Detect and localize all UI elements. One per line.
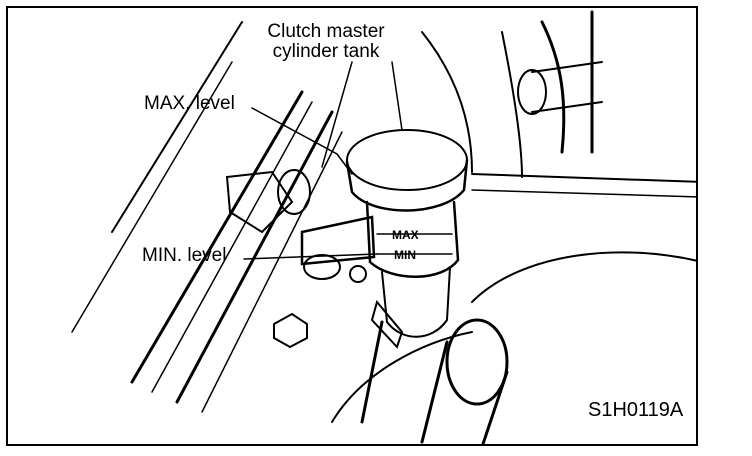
hose-line-1 bbox=[111, 21, 243, 233]
tank-lower bbox=[381, 266, 451, 338]
tank-label: Clutch master cylinder tank bbox=[256, 22, 396, 62]
tank-cap-side bbox=[345, 158, 469, 212]
bracket-line bbox=[471, 173, 696, 183]
line-drawing bbox=[71, 10, 696, 444]
min-level-label: MIN. level bbox=[142, 245, 227, 266]
fitting-left bbox=[303, 254, 341, 280]
outlet-pipe bbox=[360, 320, 384, 424]
lower-curve bbox=[471, 251, 696, 303]
hex-bolt bbox=[273, 312, 308, 349]
tank-leader-2 bbox=[391, 61, 403, 131]
mount-bracket bbox=[300, 215, 376, 266]
tank-max-mark: MAX bbox=[392, 228, 419, 242]
lower-curve-2 bbox=[331, 331, 473, 423]
hose-line-2 bbox=[71, 61, 233, 333]
figure-code: S1H0119A bbox=[588, 399, 684, 421]
hose-line-3 bbox=[130, 90, 304, 384]
left-fitting bbox=[277, 169, 311, 215]
body-curve-1 bbox=[421, 31, 473, 173]
tank-min-mark: MIN bbox=[394, 248, 416, 262]
min-leader bbox=[243, 253, 378, 260]
tank-leader-1 bbox=[321, 61, 353, 168]
bracket-line-2 bbox=[471, 189, 696, 198]
tank-label-line1: Clutch master bbox=[267, 21, 385, 42]
tank-cap-top bbox=[346, 129, 468, 191]
tank-body bbox=[365, 200, 460, 278]
left-connector bbox=[225, 170, 294, 234]
hose-line-6 bbox=[201, 131, 343, 413]
pipe-top bbox=[531, 61, 603, 113]
tank-label-line2: cylinder tank bbox=[272, 41, 380, 62]
max-leader bbox=[251, 107, 353, 175]
max-level-label: MAX. level bbox=[144, 93, 235, 114]
body-curve-2 bbox=[501, 31, 523, 178]
hose-line-5 bbox=[175, 110, 334, 404]
hose-lower bbox=[420, 340, 509, 444]
hose-clamp bbox=[445, 318, 509, 406]
outlet-fitting bbox=[370, 299, 404, 349]
fitting-small bbox=[349, 265, 367, 283]
hose-line-4 bbox=[151, 101, 313, 393]
pipe-end bbox=[517, 69, 547, 115]
figure-frame bbox=[6, 6, 698, 446]
body-curve-3 bbox=[540, 20, 566, 154]
